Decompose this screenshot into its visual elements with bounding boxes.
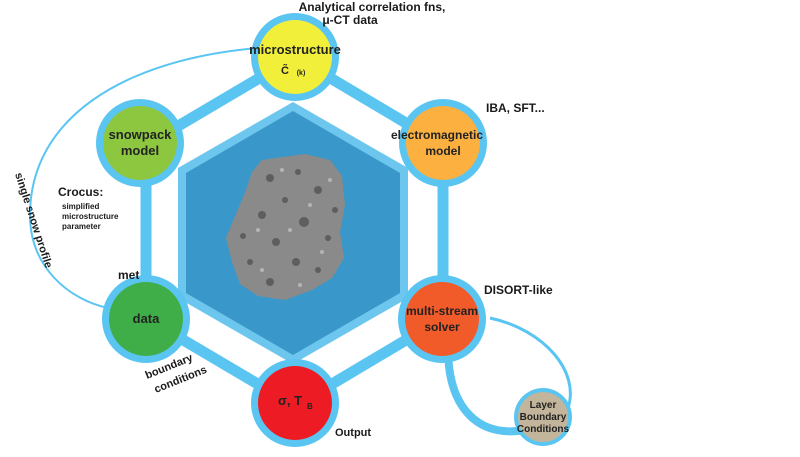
- met-data-circle: [109, 282, 183, 356]
- crocus-line1: simplified: [62, 202, 99, 211]
- em-model-note: IBA, SFT...: [486, 101, 545, 115]
- solver-to-boundary-link-outer: [489, 316, 572, 409]
- microstructure-label: microstructure: [249, 42, 341, 57]
- layer-bc-line1: Layer: [530, 400, 557, 411]
- disort-label: DISORT-like: [484, 283, 553, 297]
- snowpack-model-line1: snowpack: [109, 127, 173, 142]
- crocus-title: Crocus:: [58, 185, 103, 199]
- electromagnetic-model-node[interactable]: electromagnetic model: [391, 99, 487, 187]
- output-subscript: B: [307, 402, 313, 411]
- layer-bc-line2: Boundary: [520, 412, 567, 423]
- layer-bc-line3: Conditions: [517, 424, 570, 435]
- microstructure-source-line2: μ-CT data: [322, 13, 378, 27]
- microstructure-sample-image: [226, 154, 345, 300]
- electromagnetic-model-circle: [406, 106, 480, 180]
- snowpack-model-line2: model: [121, 143, 159, 158]
- crocus-line2: microstructure: [62, 212, 119, 221]
- layer-boundary-conditions-node[interactable]: Layer Boundary Conditions: [514, 388, 572, 446]
- correlation-symbol: C̃: [281, 64, 289, 77]
- electromagnetic-model-line1: electromagnetic: [391, 128, 483, 142]
- microstructure-circle: [258, 20, 332, 94]
- output-label: Output: [335, 427, 371, 439]
- met-label: met: [118, 268, 139, 282]
- microstructure-node[interactable]: microstructure C̃ (k): [249, 13, 341, 101]
- electromagnetic-model-line2: model: [425, 144, 460, 158]
- met-data-node[interactable]: data: [102, 275, 190, 363]
- snowpack-model-node[interactable]: snowpack model: [96, 99, 184, 187]
- solver-to-boundary-link-inner: [444, 347, 526, 436]
- snowpack-model-circle: [103, 106, 177, 180]
- output-node[interactable]: σ, T B: [251, 359, 339, 447]
- microstructure-source-line1: Analytical correlation fns,: [299, 0, 446, 14]
- output-circle: [258, 366, 332, 440]
- crocus-line3: parameter: [62, 222, 101, 231]
- met-data-label: data: [133, 311, 161, 326]
- multi-stream-solver-line2: solver: [424, 320, 460, 334]
- multi-stream-solver-circle: [405, 282, 479, 356]
- multi-stream-solver-line1: multi-stream: [406, 304, 478, 318]
- single-snow-profile-link: [28, 47, 259, 309]
- correlation-index: (k): [297, 70, 306, 77]
- output-symbol: σ, T: [278, 393, 302, 408]
- multi-stream-solver-node[interactable]: multi-stream solver: [398, 275, 486, 363]
- layer-boundary-conditions-circle: [518, 392, 568, 442]
